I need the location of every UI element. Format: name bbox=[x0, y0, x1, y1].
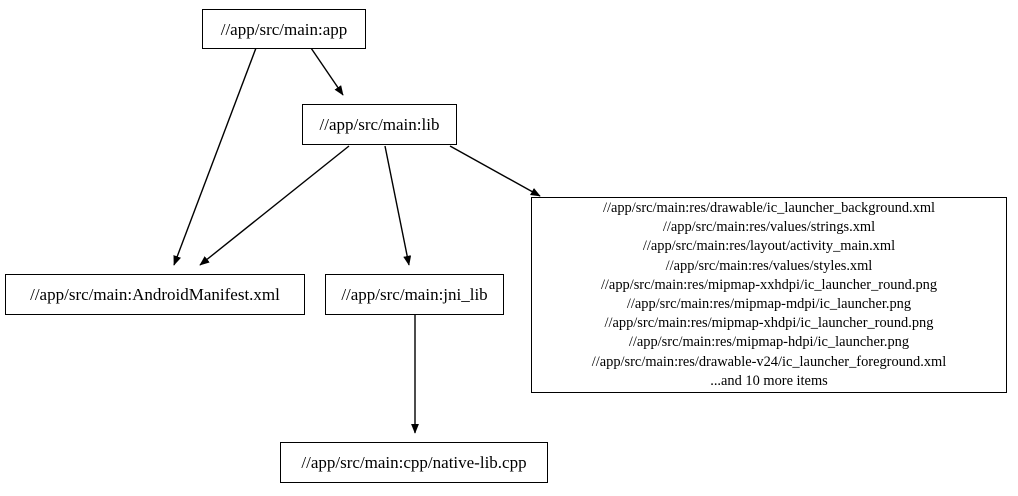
edge-lib-to-jni-lib bbox=[384, 145, 412, 266]
node-jni-lib-label: //app/src/main:jni_lib bbox=[341, 285, 488, 304]
node-app-label: //app/src/main:app bbox=[220, 19, 348, 39]
node-jni-lib[interactable]: //app/src/main:jni_lib bbox=[325, 274, 504, 315]
node-app[interactable]: //app/src/main:app bbox=[202, 9, 366, 49]
node-native-lib-cpp[interactable]: //app/src/main:cpp/native-lib.cpp bbox=[280, 442, 548, 483]
node-lib[interactable]: //app/src/main:lib bbox=[302, 104, 457, 145]
edge-lib-to-androidmanifest bbox=[199, 145, 350, 266]
node-androidmanifest-label: //app/src/main:AndroidManifest.xml bbox=[30, 285, 280, 304]
edge-app-to-lib bbox=[310, 47, 344, 96]
node-native-lib-cpp-label: //app/src/main:cpp/native-lib.cpp bbox=[301, 453, 527, 472]
node-resources-bundle-label: //app/src/main:res/drawable/ic_launcher_… bbox=[591, 199, 947, 389]
node-lib-label: //app/src/main:lib bbox=[319, 115, 440, 134]
edge-lib-to-resources bbox=[449, 145, 541, 197]
node-androidmanifest[interactable]: //app/src/main:AndroidManifest.xml bbox=[5, 274, 305, 315]
edge-app-to-androidmanifest bbox=[173, 47, 257, 266]
node-resources-bundle[interactable]: //app/src/main:res/drawable/ic_launcher_… bbox=[531, 197, 1007, 393]
